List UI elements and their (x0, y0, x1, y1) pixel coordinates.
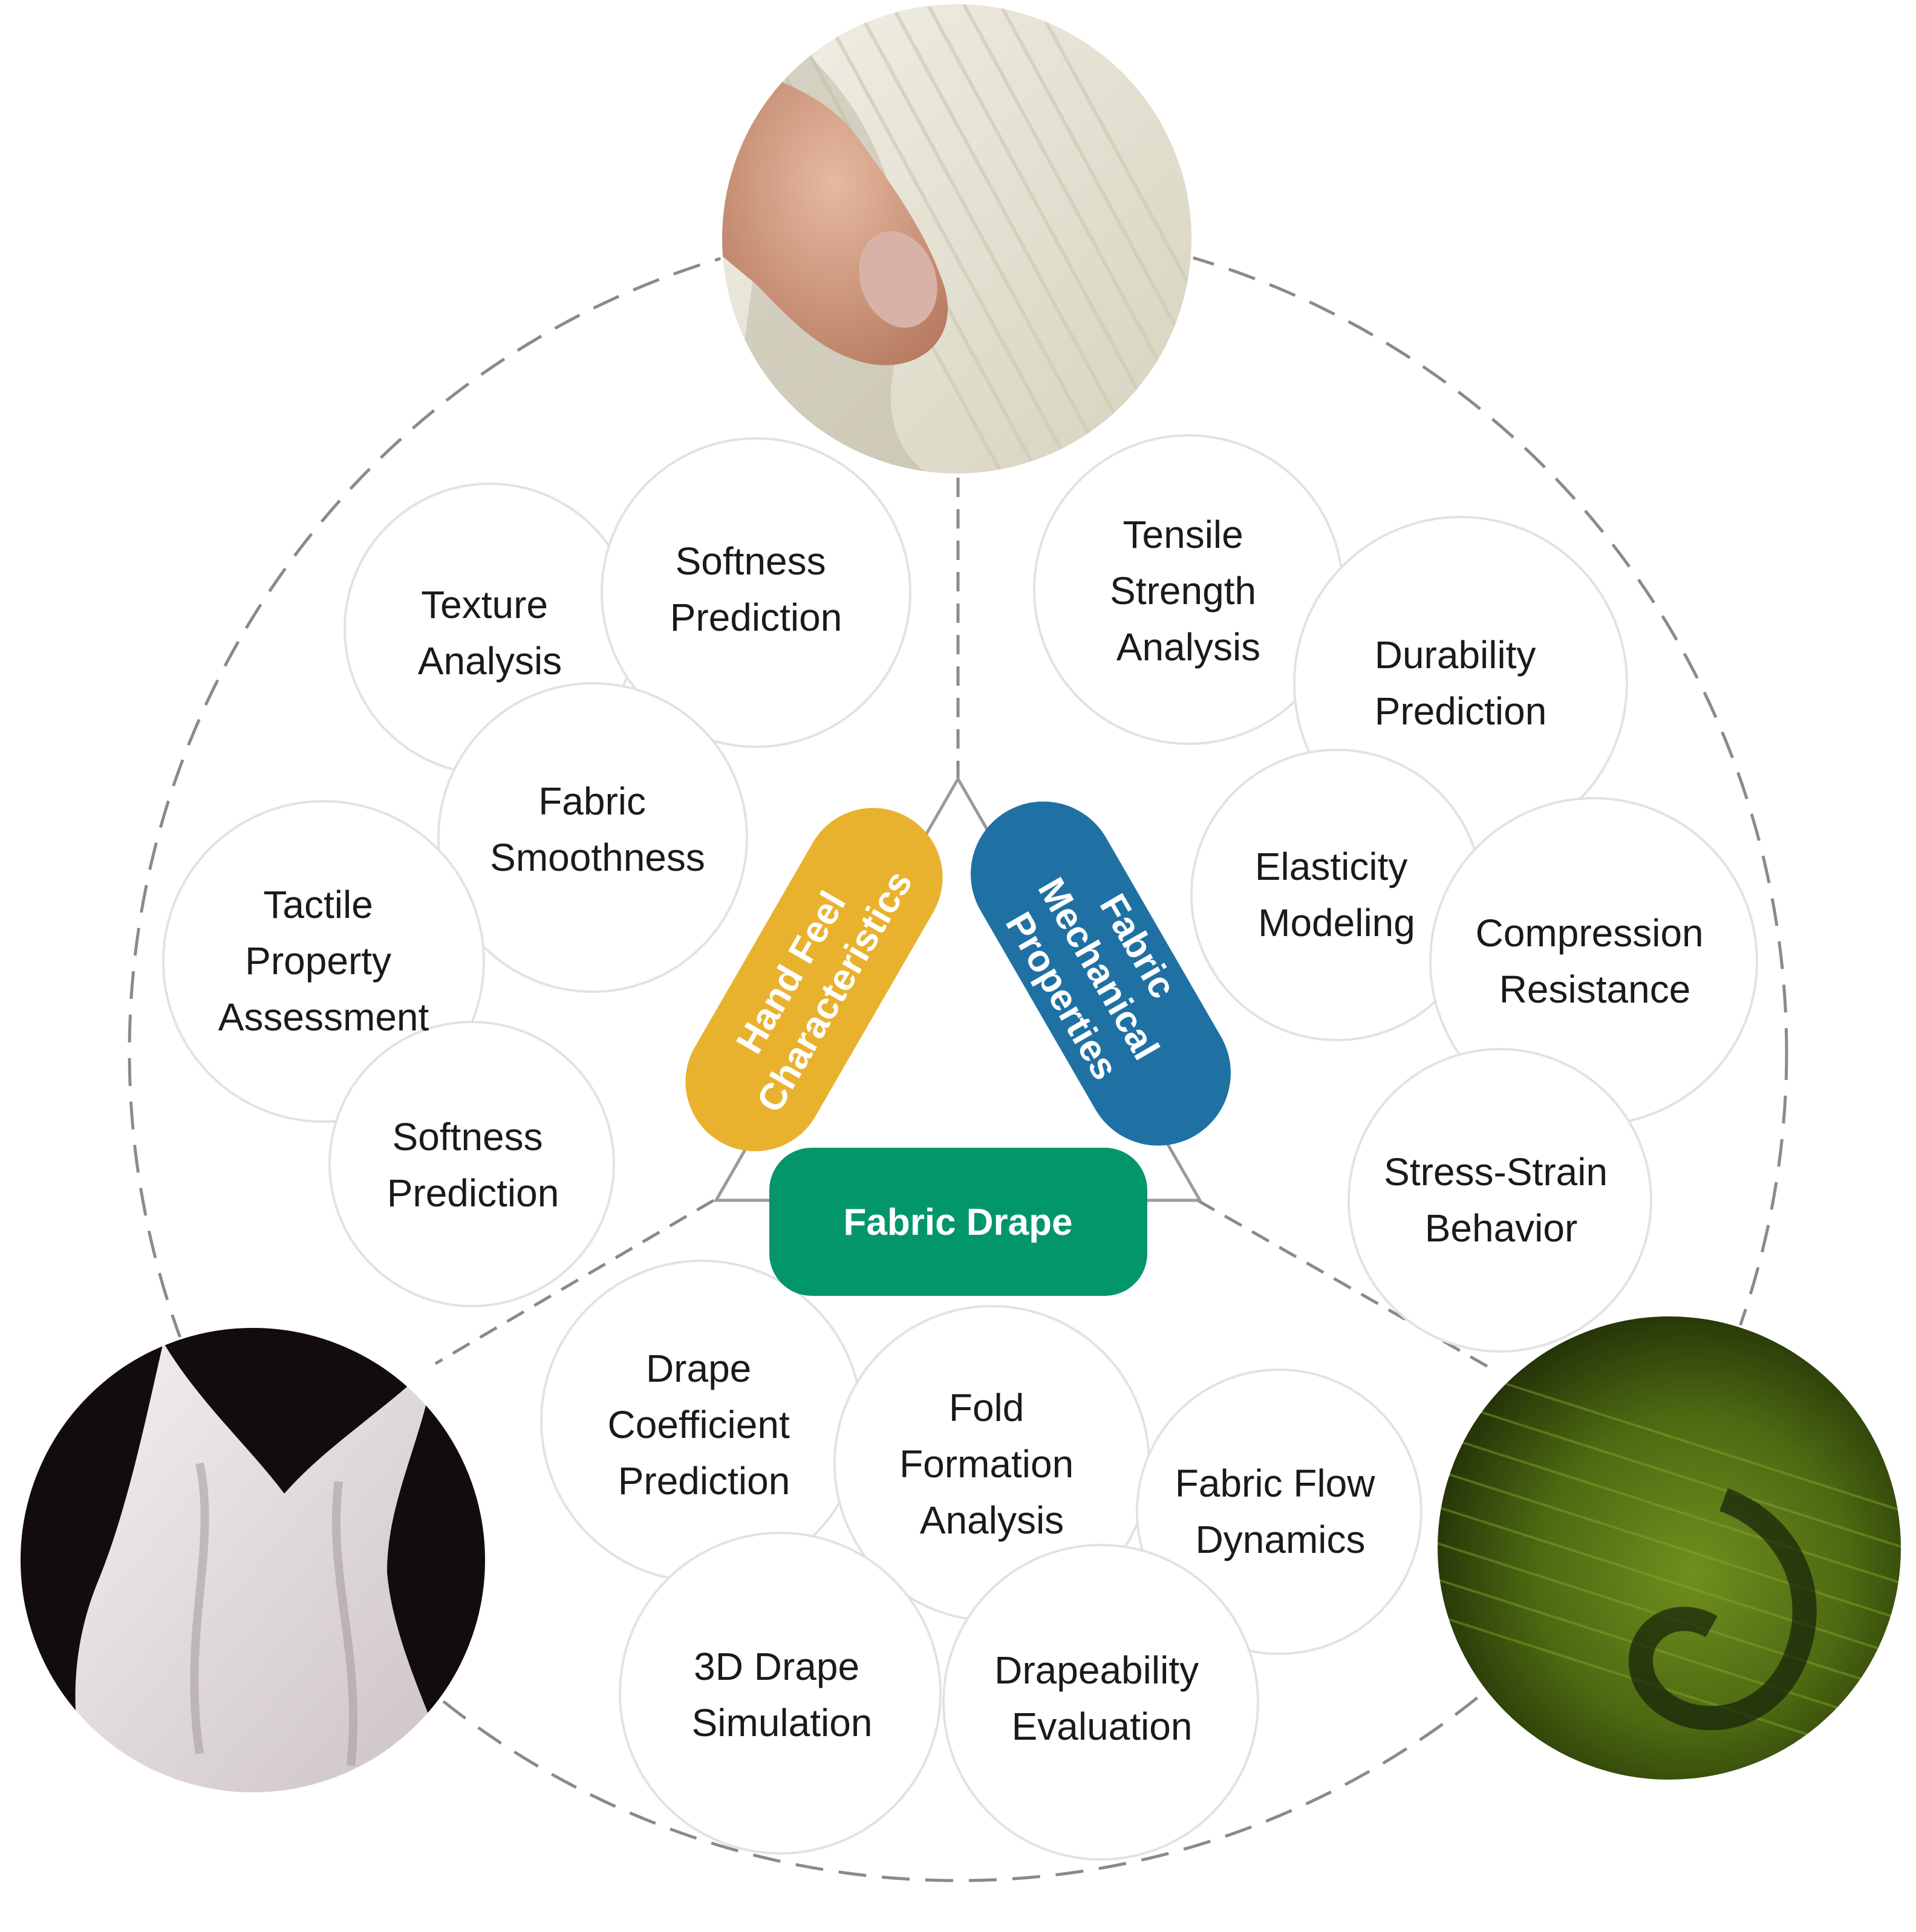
pill-mechanical-shape (971, 801, 1231, 1146)
bubble-labels: Texture Analysis Softness Prediction Fab… (218, 513, 1715, 1748)
photo-left-rim (18, 1325, 487, 1795)
twill-lines (1436, 1359, 1902, 1767)
bubble-drape-simulation (619, 1532, 942, 1855)
photo-top (721, 3, 1193, 475)
white-drape-shape (75, 1342, 460, 1794)
label-elasticity: Elasticity Modeling (1255, 845, 1418, 945)
bubble-stress-strain (1347, 1048, 1652, 1353)
label-drape-simulation: 3D Drape Simulation (692, 1645, 873, 1745)
pill-drape-label: Fabric Drape (843, 1202, 1072, 1243)
label-tactile-property: Tactile Property Assessment (218, 883, 429, 1039)
label-tensile-strength: Tensile Strength Analysis (1110, 513, 1267, 669)
outer-dashed-ring (128, 222, 1788, 1882)
pill-drape: Fabric Drape (769, 1148, 1147, 1296)
drape-fold-1 (190, 1462, 209, 1755)
bubble-fabric-smoothness (437, 682, 748, 993)
photo-left (19, 1327, 486, 1794)
bubble-fabric-flow (1136, 1368, 1422, 1655)
label-durability: Durability Prediction (1375, 633, 1547, 733)
label-fabric-flow: Fabric Flow Dynamics (1175, 1462, 1386, 1561)
label-fold-formation: Fold Formation Analysis (899, 1386, 1084, 1542)
bubbles (162, 434, 1758, 1861)
bubble-softness-prediction-bottom (328, 1021, 615, 1307)
label-softness-prediction-bottom: Softness Prediction (387, 1115, 559, 1215)
photo-top-rim (720, 2, 1194, 476)
label-drape-coefficient: Drape Coefficient Prediction (608, 1347, 801, 1503)
label-softness-prediction-top: Softness Prediction (670, 539, 842, 639)
pill-hand-feel-shape (685, 808, 943, 1151)
label-texture-analysis: Texture Analysis (418, 583, 562, 683)
label-drapeability: Drapeability Evaluation (994, 1648, 1210, 1748)
bubble-drapeability (942, 1544, 1259, 1861)
thumbnail (859, 231, 937, 328)
divider-left (434, 1199, 715, 1365)
photo-right-rim (1435, 1314, 1903, 1782)
label-stress-strain: Stress-Strain Behavior (1384, 1150, 1618, 1250)
pill-drape-shape (769, 1148, 1147, 1296)
label-compression: Compression Resistance (1476, 911, 1715, 1011)
drape-fold-2 (331, 1481, 358, 1766)
green-fold-shadow (1629, 1488, 1817, 1731)
photo-right (1436, 1315, 1902, 1781)
divider-right (1196, 1199, 1489, 1368)
bubble-softness-prediction-top (601, 437, 911, 748)
label-fabric-smoothness: Fabric Smoothness (490, 779, 705, 879)
